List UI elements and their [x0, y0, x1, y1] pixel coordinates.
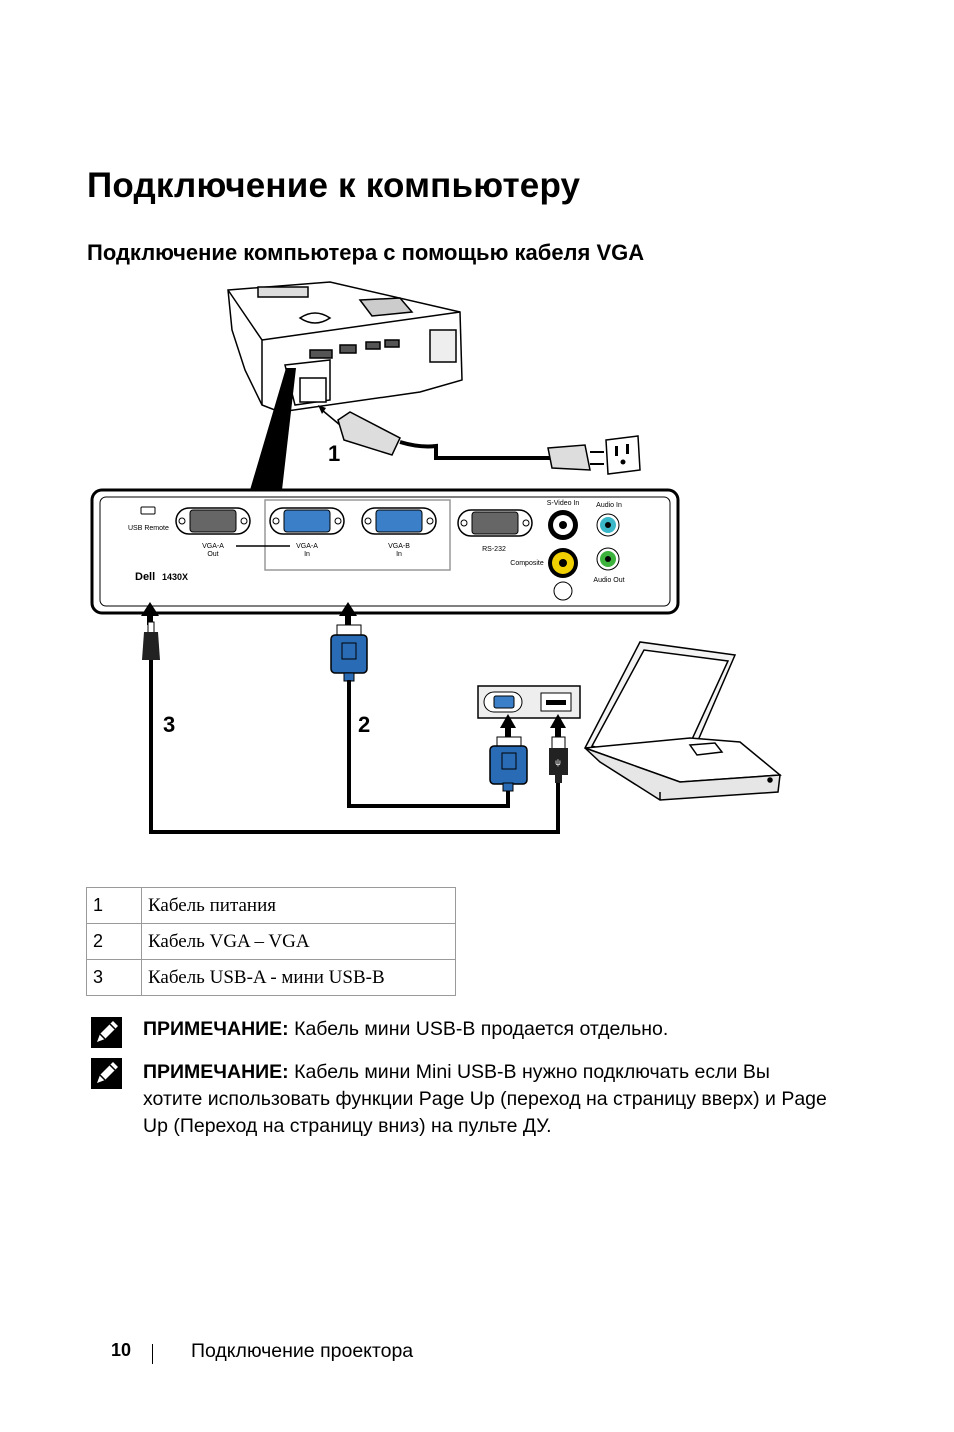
table-row: 1 Кабель питания	[86, 887, 456, 924]
projector-icon	[227, 281, 463, 413]
usb-a-connector-icon: ψ	[549, 736, 568, 783]
legend-num: 2	[86, 923, 142, 960]
label-svideo-in: S-Video In	[547, 500, 580, 507]
svg-text:In: In	[396, 551, 402, 558]
label-audio-out: Audio Out	[593, 577, 624, 584]
callout-3: 3	[163, 712, 175, 737]
label-vga-b-in: VGA-B	[388, 543, 410, 550]
svg-text:In: In	[304, 551, 310, 558]
legend-label: Кабель питания	[141, 887, 456, 924]
wall-outlet-icon	[605, 435, 641, 475]
table-row: 3 Кабель USB-A - мини USB-B	[86, 959, 456, 996]
table-row: 2 Кабель VGA – VGA	[86, 923, 456, 960]
label-vga-a-out: VGA-A	[202, 543, 224, 550]
laptop-icon	[583, 641, 782, 801]
svg-text:Out: Out	[207, 551, 218, 558]
label-rs232: RS-232	[482, 546, 506, 553]
section-subtitle: Подключение компьютера с помощью кабеля …	[87, 240, 645, 265]
label-composite: Composite	[510, 560, 544, 567]
model-label: 1430X	[162, 572, 188, 582]
legend-label: Кабель USB-A - мини USB-B	[141, 959, 456, 996]
note-text: Кабель мини Mini USB-B нужно подключать …	[143, 1061, 827, 1137]
footer-divider	[152, 1344, 153, 1364]
callout-1: 1	[328, 441, 340, 466]
label-audio-in: Audio In	[596, 502, 622, 509]
note-text: Кабель мини USB-B продается отдельно.	[288, 1018, 669, 1040]
vga-connector-icon-laptop	[489, 736, 528, 792]
note-pencil-icon	[91, 1017, 122, 1048]
page-title: Подключение к компьютеру	[87, 166, 581, 205]
svg-text:ψ: ψ	[555, 758, 561, 767]
laptop-port-inset	[477, 685, 581, 719]
callout-2: 2	[358, 712, 370, 737]
vga-connector-icon	[330, 624, 368, 682]
note-1: ПРИМЕЧАНИЕ: Кабель мини USB-B продается …	[143, 1016, 833, 1043]
label-vga-a-in: VGA-A	[296, 543, 318, 550]
label-usb-remote: USB Remote	[128, 525, 169, 532]
note-label: ПРИМЕЧАНИЕ:	[143, 1061, 289, 1083]
legend-label: Кабель VGA – VGA	[141, 923, 456, 960]
legend-num: 1	[86, 887, 142, 924]
page-number: 10	[111, 1340, 132, 1360]
projector-rear-panel: USB Remote VGA-A Out VGA-A In VGA-B In R…	[90, 488, 680, 615]
note-pencil-icon	[91, 1058, 122, 1089]
note-label: ПРИМЕЧАНИЕ:	[143, 1018, 289, 1040]
brand-label: Dell	[135, 571, 155, 583]
footer-section: Подключение проектора	[191, 1340, 414, 1362]
usb-connector-icon	[142, 621, 160, 660]
note-2: ПРИМЕЧАНИЕ: Кабель мини Mini USB-B нужно…	[143, 1059, 833, 1140]
legend-num: 3	[86, 959, 142, 996]
legend-table: 1 Кабель питания 2 Кабель VGA – VGA 3 Ка…	[86, 887, 456, 996]
power-plug-icon	[318, 405, 604, 471]
